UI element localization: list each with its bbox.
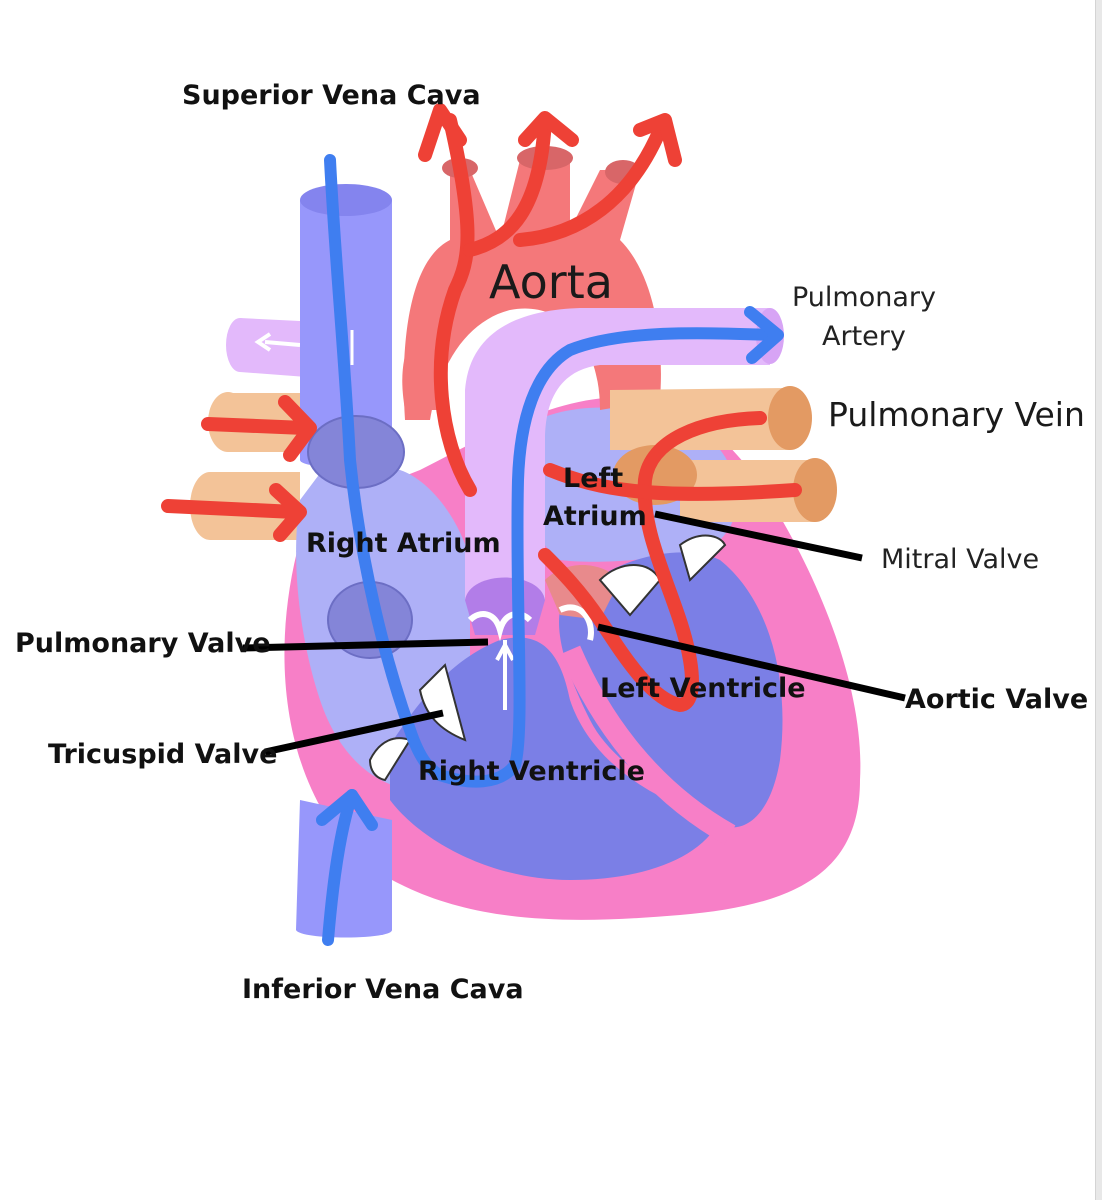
label-pulmonary-artery-line1: Pulmonary <box>792 282 936 313</box>
label-mitral-valve: Mitral Valve <box>881 544 1039 575</box>
label-right-atrium: Right Atrium <box>306 528 501 559</box>
label-aorta: Aorta <box>489 255 613 309</box>
label-pulmonary-valve: Pulmonary Valve <box>15 628 271 659</box>
label-aortic-valve: Aortic Valve <box>905 684 1088 715</box>
label-pulmonary-artery-line2: Artery <box>822 321 906 352</box>
label-pulmonary-vein: Pulmonary Vein <box>828 395 1085 434</box>
pulmonary-valve-shape <box>465 578 545 636</box>
label-superior-vena-cava: Superior Vena Cava <box>182 80 481 111</box>
label-tricuspid-valve: Tricuspid Valve <box>48 739 277 770</box>
label-inferior-vena-cava: Inferior Vena Cava <box>242 974 524 1005</box>
page-edge <box>1095 0 1102 1200</box>
label-left-atrium-line2: Atrium <box>543 501 647 532</box>
label-right-ventricle: Right Ventricle <box>418 756 645 787</box>
label-left-ventricle: Left Ventricle <box>600 673 806 704</box>
label-left-atrium-line1: Left <box>563 463 623 494</box>
